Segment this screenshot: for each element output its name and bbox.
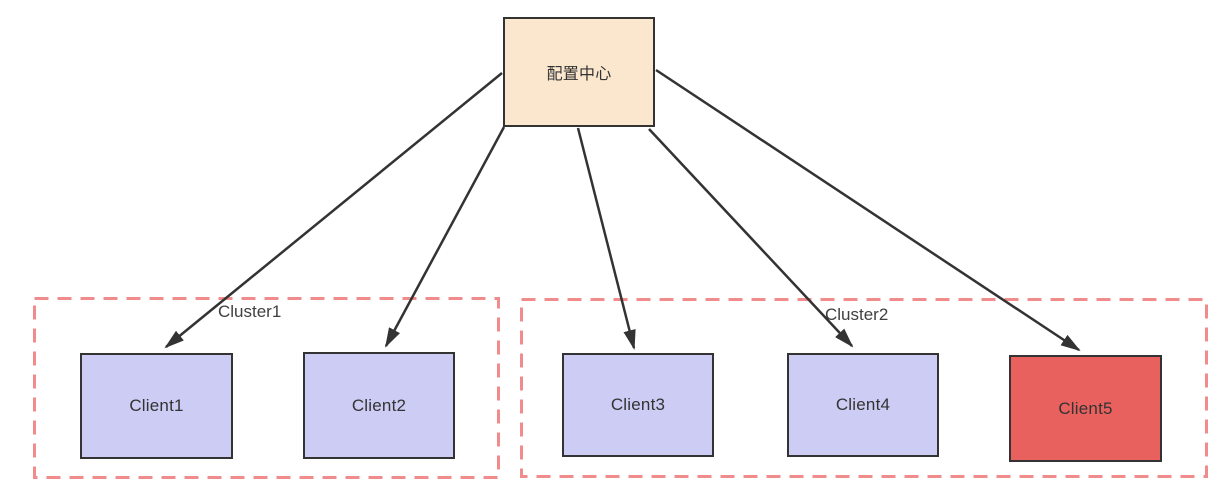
edge-config-to-client3 bbox=[576, 127, 636, 350]
node-client1: Client1 bbox=[80, 353, 233, 459]
node-client5: Client5 bbox=[1009, 355, 1162, 462]
node-client3: Client3 bbox=[562, 353, 714, 457]
cluster1-label: Cluster1 bbox=[218, 302, 282, 321]
cluster2-label: Cluster2 bbox=[825, 305, 889, 324]
node-client2: Client2 bbox=[303, 352, 455, 459]
node-config-center: 配置中心 bbox=[503, 17, 655, 127]
edge-config-to-client4 bbox=[648, 128, 854, 348]
edge-config-to-client1 bbox=[164, 72, 503, 349]
edge-config-to-client2 bbox=[384, 126, 506, 348]
node-client4: Client4 bbox=[787, 353, 939, 457]
